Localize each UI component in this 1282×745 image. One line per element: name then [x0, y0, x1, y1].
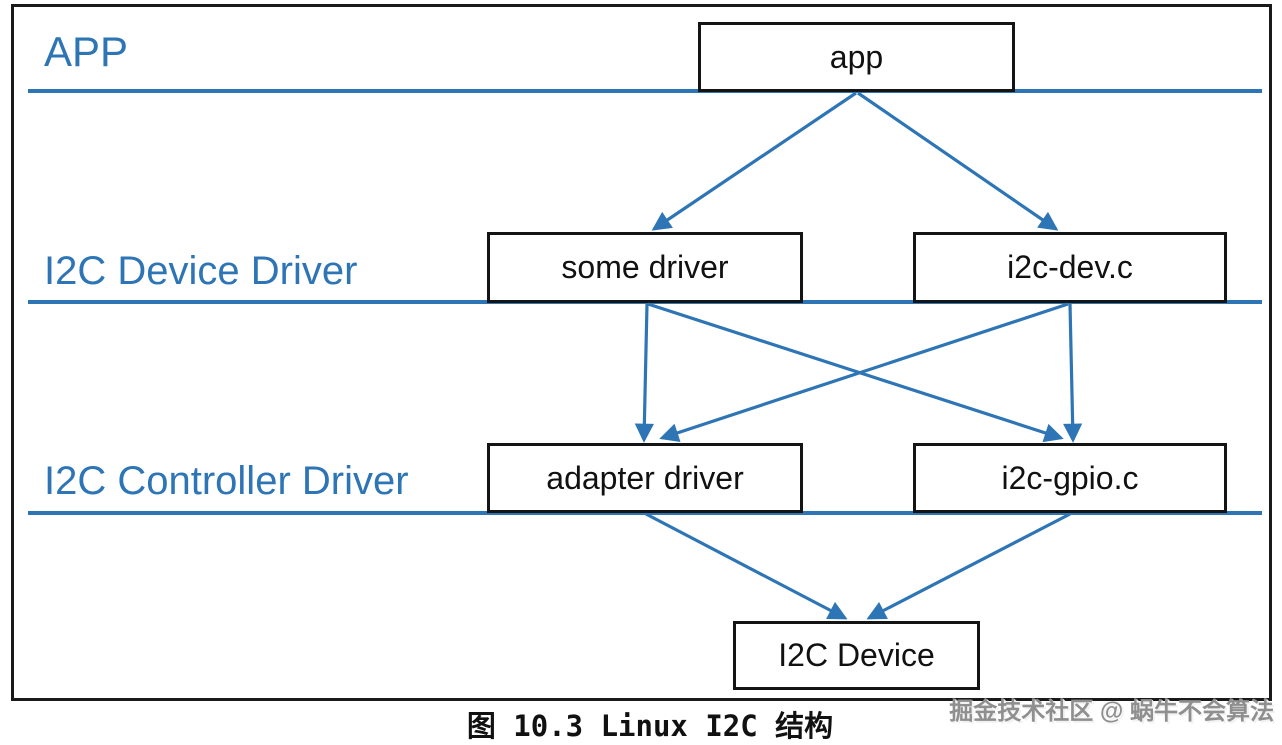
diagram-frame: [11, 4, 1272, 701]
watermark: 掘金技术社区 @ 蜗牛不会算法: [949, 698, 1274, 725]
node-i2c-dev-c: i2c-dev.c: [913, 232, 1227, 303]
layer-label-app: APP: [44, 28, 129, 75]
figure-caption: 图 10.3 Linux I2C 结构: [466, 709, 834, 743]
layer-divider-controller-driver: [28, 511, 1262, 515]
node-i2c-device-label: I2C Device: [778, 637, 935, 673]
node-adapter-driver-label: adapter driver: [546, 459, 744, 496]
node-some-driver-label: some driver: [561, 249, 729, 285]
node-app-label: app: [829, 38, 884, 75]
node-app: app: [698, 22, 1015, 92]
node-i2c-dev-c-label: i2c-dev.c: [1007, 249, 1133, 285]
node-adapter-driver: adapter driver: [487, 443, 803, 513]
node-some-driver: some driver: [487, 232, 803, 303]
layer-divider-app: [28, 89, 1262, 93]
layer-label-i2c-device-driver: I2C Device Driver: [44, 249, 358, 293]
layer-label-i2c-controller-driver: I2C Controller Driver: [44, 459, 409, 503]
node-i2c-gpio-c-label: i2c-gpio.c: [1001, 459, 1139, 496]
node-i2c-device: I2C Device: [733, 621, 980, 690]
node-i2c-gpio-c: i2c-gpio.c: [913, 443, 1227, 513]
